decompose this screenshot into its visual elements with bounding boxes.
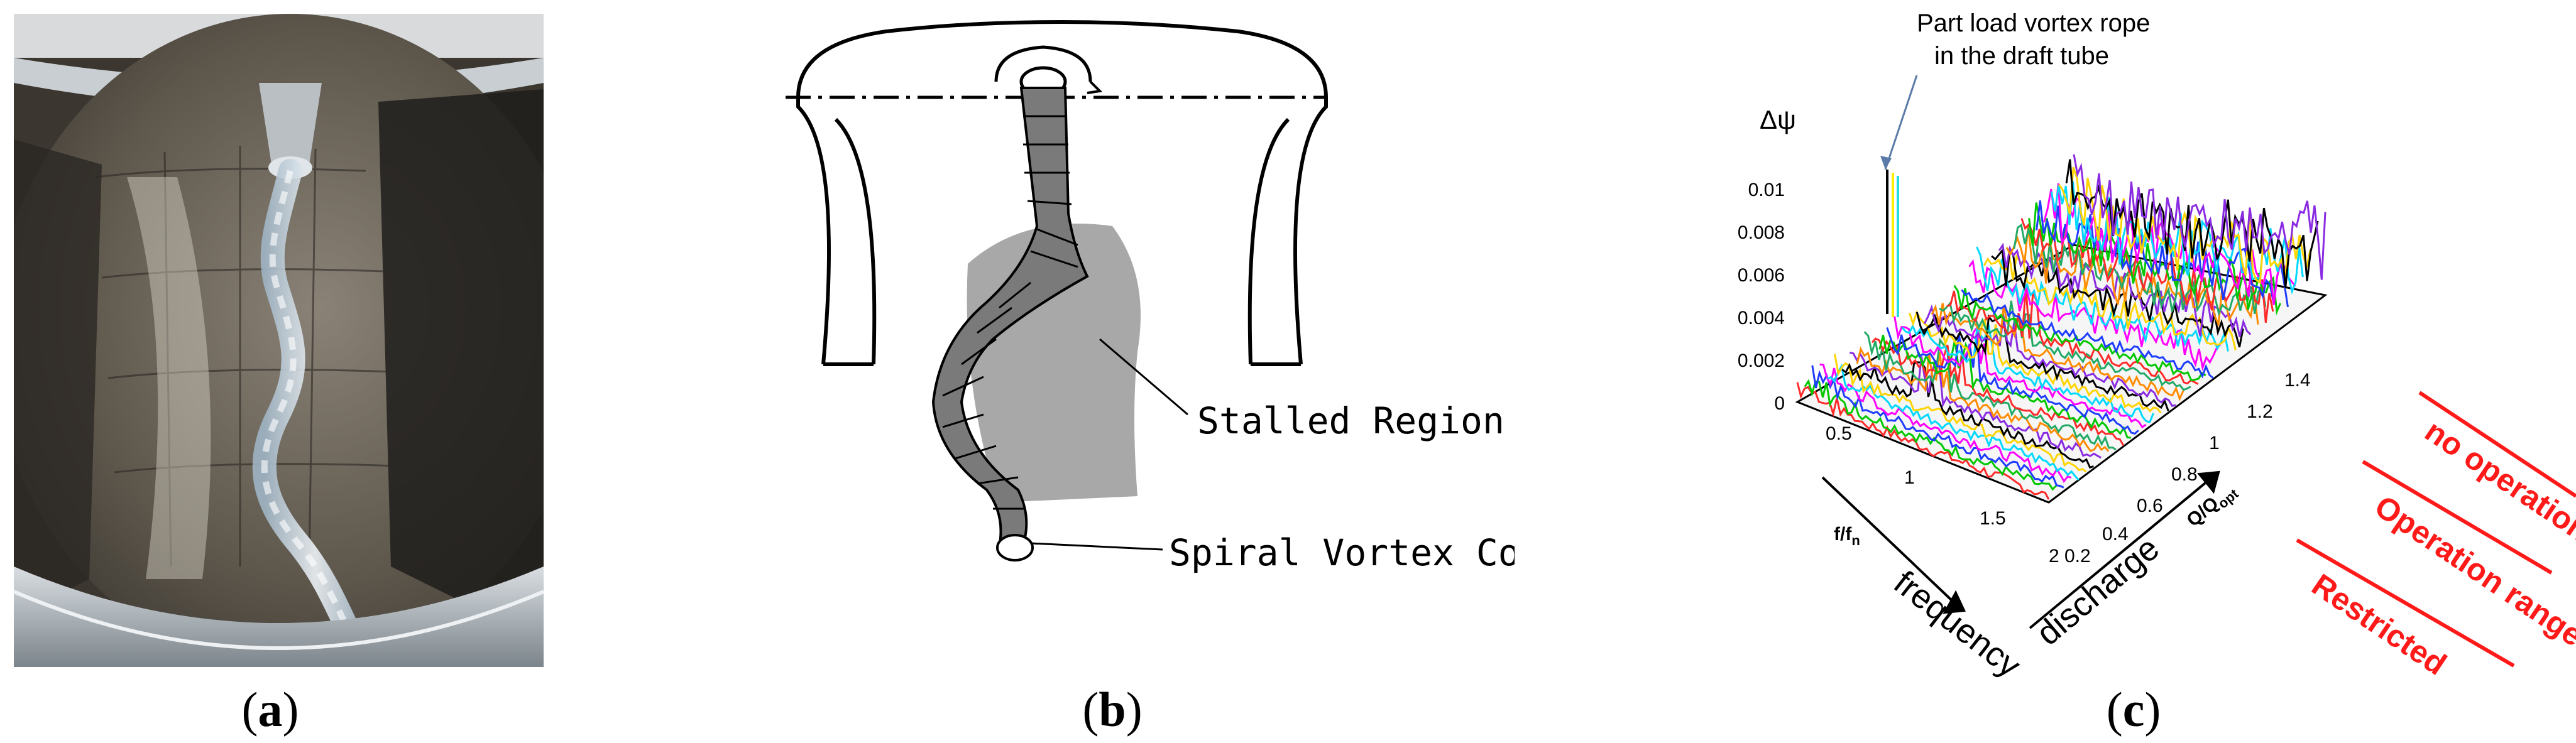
spectrum-trace <box>1827 363 2080 481</box>
spectrum-trace <box>1908 310 2162 414</box>
annotation-line-2: in the draft tube <box>1934 42 2109 70</box>
label-spiral-vortex-core: Spiral Vortex Core <box>1169 531 1515 574</box>
label-stalled-region: Stalled Region <box>1197 399 1504 442</box>
x-tick-label: 0.5 <box>1826 423 1852 444</box>
spectrum-trace <box>1939 300 2191 391</box>
y-tick-label: 0.2 <box>2064 546 2091 567</box>
spectrum-trace <box>2065 159 2319 288</box>
z-tick-label: 0 <box>1774 393 1785 414</box>
spectrum-trace <box>2028 202 2281 316</box>
y-tick-label: 0.4 <box>2102 524 2129 545</box>
caption-c: (c) <box>2106 682 2161 737</box>
y-tick-label: 0.6 <box>2137 496 2163 516</box>
z-tick-label: 0.01 <box>1748 180 1785 200</box>
spectrum-trace <box>1916 312 2169 411</box>
spectrum-trace <box>1923 304 2176 408</box>
spectrum-trace <box>1834 354 2087 473</box>
spectrum-trace <box>1953 285 2206 382</box>
spectrum-trace <box>1863 331 2117 451</box>
spectrum-trace <box>1849 351 2102 459</box>
x-tick-label: 1 <box>1904 467 1915 488</box>
y-tick-label: 1 <box>2209 433 2220 453</box>
spectrum-trace <box>1841 361 2094 469</box>
spectrum-trace <box>2042 183 2296 305</box>
waterfall-spectrum-plot: Part load vortex rope in the draft tube … <box>1738 9 2576 685</box>
spectrum-trace <box>1894 316 2147 429</box>
z-tick-label: 0.006 <box>1738 265 1785 286</box>
annotation-line-1: Part load vortex rope <box>1917 9 2150 37</box>
spectrum-trace <box>1901 322 2154 423</box>
draft-tube-schematic: Stalled Region Spiral Vortex Core <box>786 19 1564 574</box>
caption-b: (b) <box>1082 682 1143 737</box>
spectrum-trace <box>1961 289 2214 379</box>
spectrum-trace <box>1811 365 2064 489</box>
x-axis-symbol: f/fn <box>1834 524 1860 548</box>
panel-a-photo <box>0 14 586 679</box>
spectrum-trace <box>1819 363 2072 484</box>
spectrum-trace <box>1976 246 2229 352</box>
z-tick-label: 0.002 <box>1738 350 1785 371</box>
z-tick-label: 0.004 <box>1738 308 1785 328</box>
spectrum-trace <box>1871 337 2125 447</box>
panel-b-schematic: Stalled Region Spiral Vortex Core <box>760 13 1564 641</box>
spectrum-trace <box>2013 223 2267 317</box>
x-axis-word: frequency <box>1887 563 2028 678</box>
y-tick-label: 1.4 <box>2284 370 2311 391</box>
vortex-rope-photo <box>0 14 586 679</box>
panel-c-spectrum: Part load vortex rope in the draft tube … <box>1697 0 2576 685</box>
caption-a: (a) <box>241 682 299 737</box>
spectrum-trace <box>1968 259 2222 371</box>
region-restricted: Restricted <box>2306 567 2453 678</box>
spectrum-trace <box>1946 286 2199 385</box>
spectrum-trace <box>1804 379 2057 491</box>
spectrum-trace <box>1796 382 2050 500</box>
spectrum-trace <box>1856 346 2110 452</box>
spectrum-trace <box>2073 154 2327 280</box>
x-tick-label: 2 <box>2049 546 2059 567</box>
x-tick-label: 1.5 <box>1980 508 2006 529</box>
z-tick-label: 0.008 <box>1738 222 1785 243</box>
spectrum-trace <box>1886 327 2139 435</box>
z-axis-label: Δψ <box>1760 105 1796 134</box>
y-tick-label: 0.8 <box>2171 464 2198 485</box>
y-tick-label: 1.2 <box>2247 401 2273 422</box>
